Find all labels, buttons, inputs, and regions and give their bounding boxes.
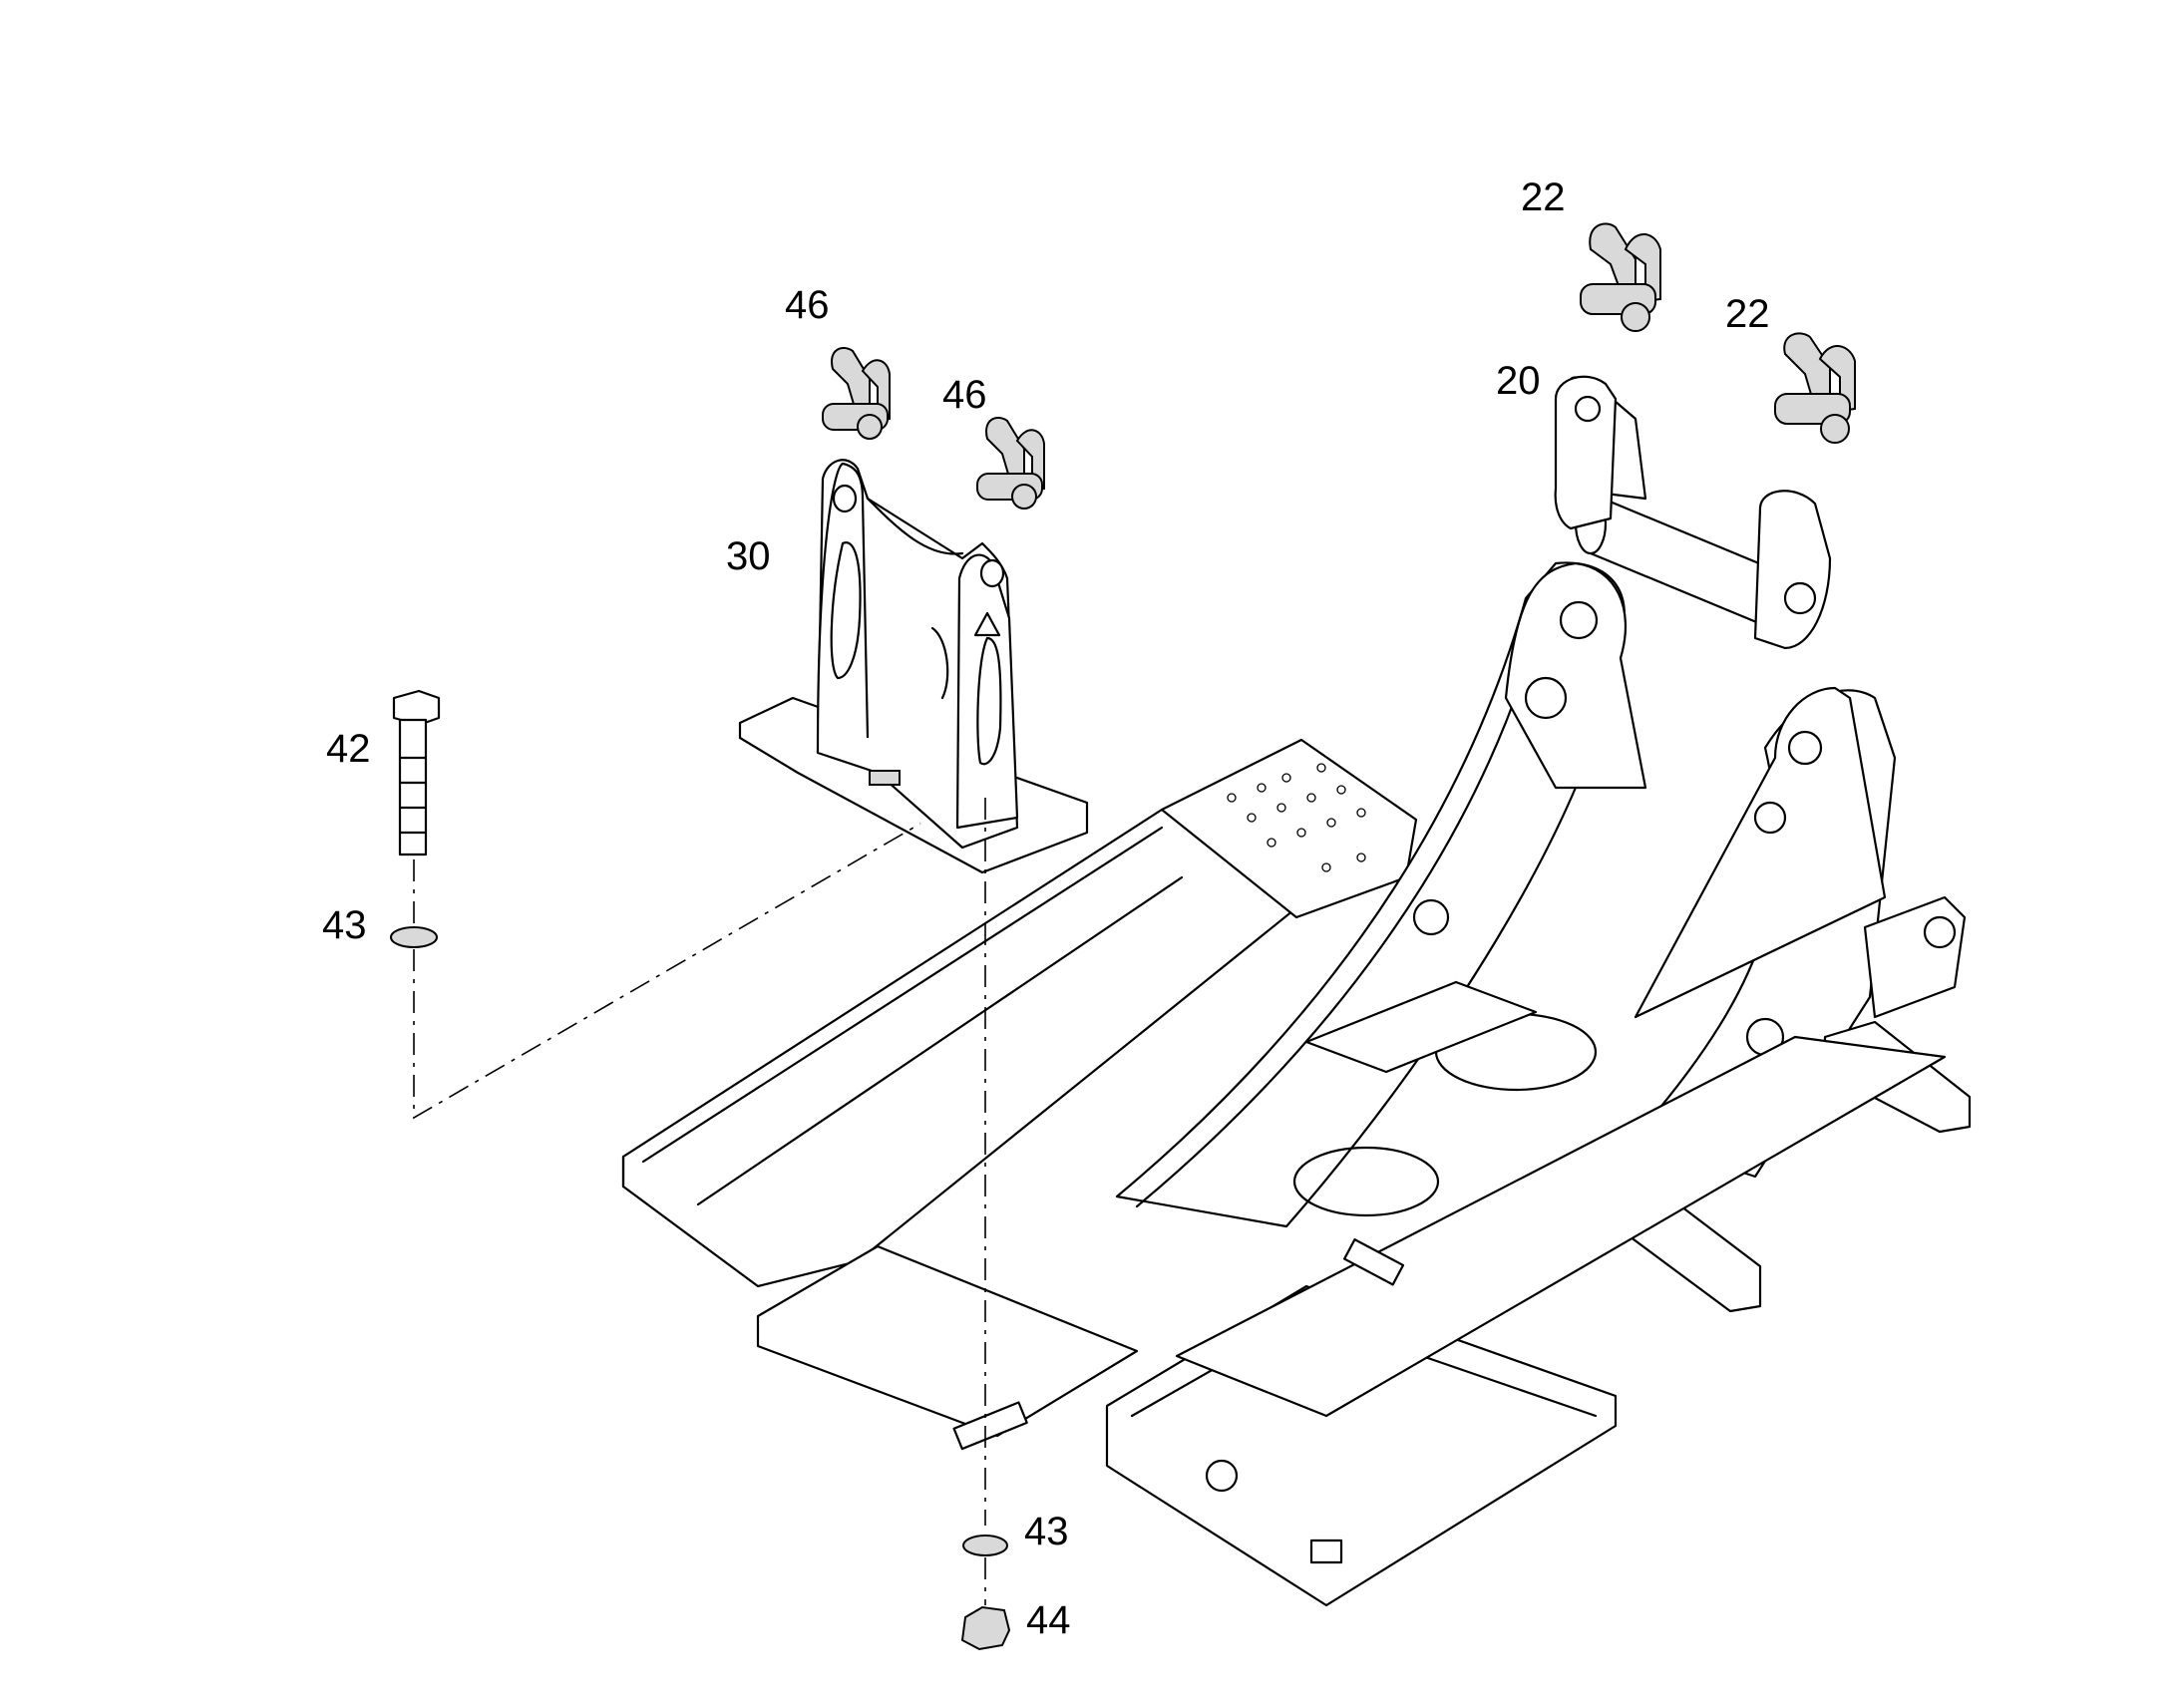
- callout-30: 30: [726, 534, 771, 578]
- part-43-washer-bottom: [962, 1535, 1008, 1556]
- part-20-pin-bracket: [1554, 375, 1832, 650]
- callout-42: 42: [326, 727, 371, 771]
- part-22-shackle-right: [1774, 332, 1856, 444]
- part-46-shackle-right: [976, 417, 1045, 510]
- callout-20: 20: [1496, 359, 1541, 403]
- assembly-lines: [413, 798, 986, 1605]
- deck-holes: [1227, 763, 1366, 872]
- callout-43-left: 43: [322, 903, 367, 947]
- part-43-washer-left: [390, 926, 438, 948]
- callout-43-bottom: 43: [1024, 1510, 1069, 1553]
- part-46-shackle-left: [822, 347, 891, 440]
- part-22-shackle-upper: [1580, 222, 1661, 332]
- callout-46-right: 46: [942, 373, 987, 417]
- part-30-lifting-stand: [738, 459, 1089, 874]
- part-44-nut: [960, 1605, 1011, 1651]
- carbody-frame: [621, 561, 1972, 1607]
- callout-22-upper: 22: [1521, 175, 1566, 219]
- callout-22-right: 22: [1725, 292, 1770, 336]
- callout-46-left: 46: [785, 283, 830, 327]
- part-42-bolt: [392, 689, 441, 856]
- callout-44: 44: [1026, 1598, 1071, 1642]
